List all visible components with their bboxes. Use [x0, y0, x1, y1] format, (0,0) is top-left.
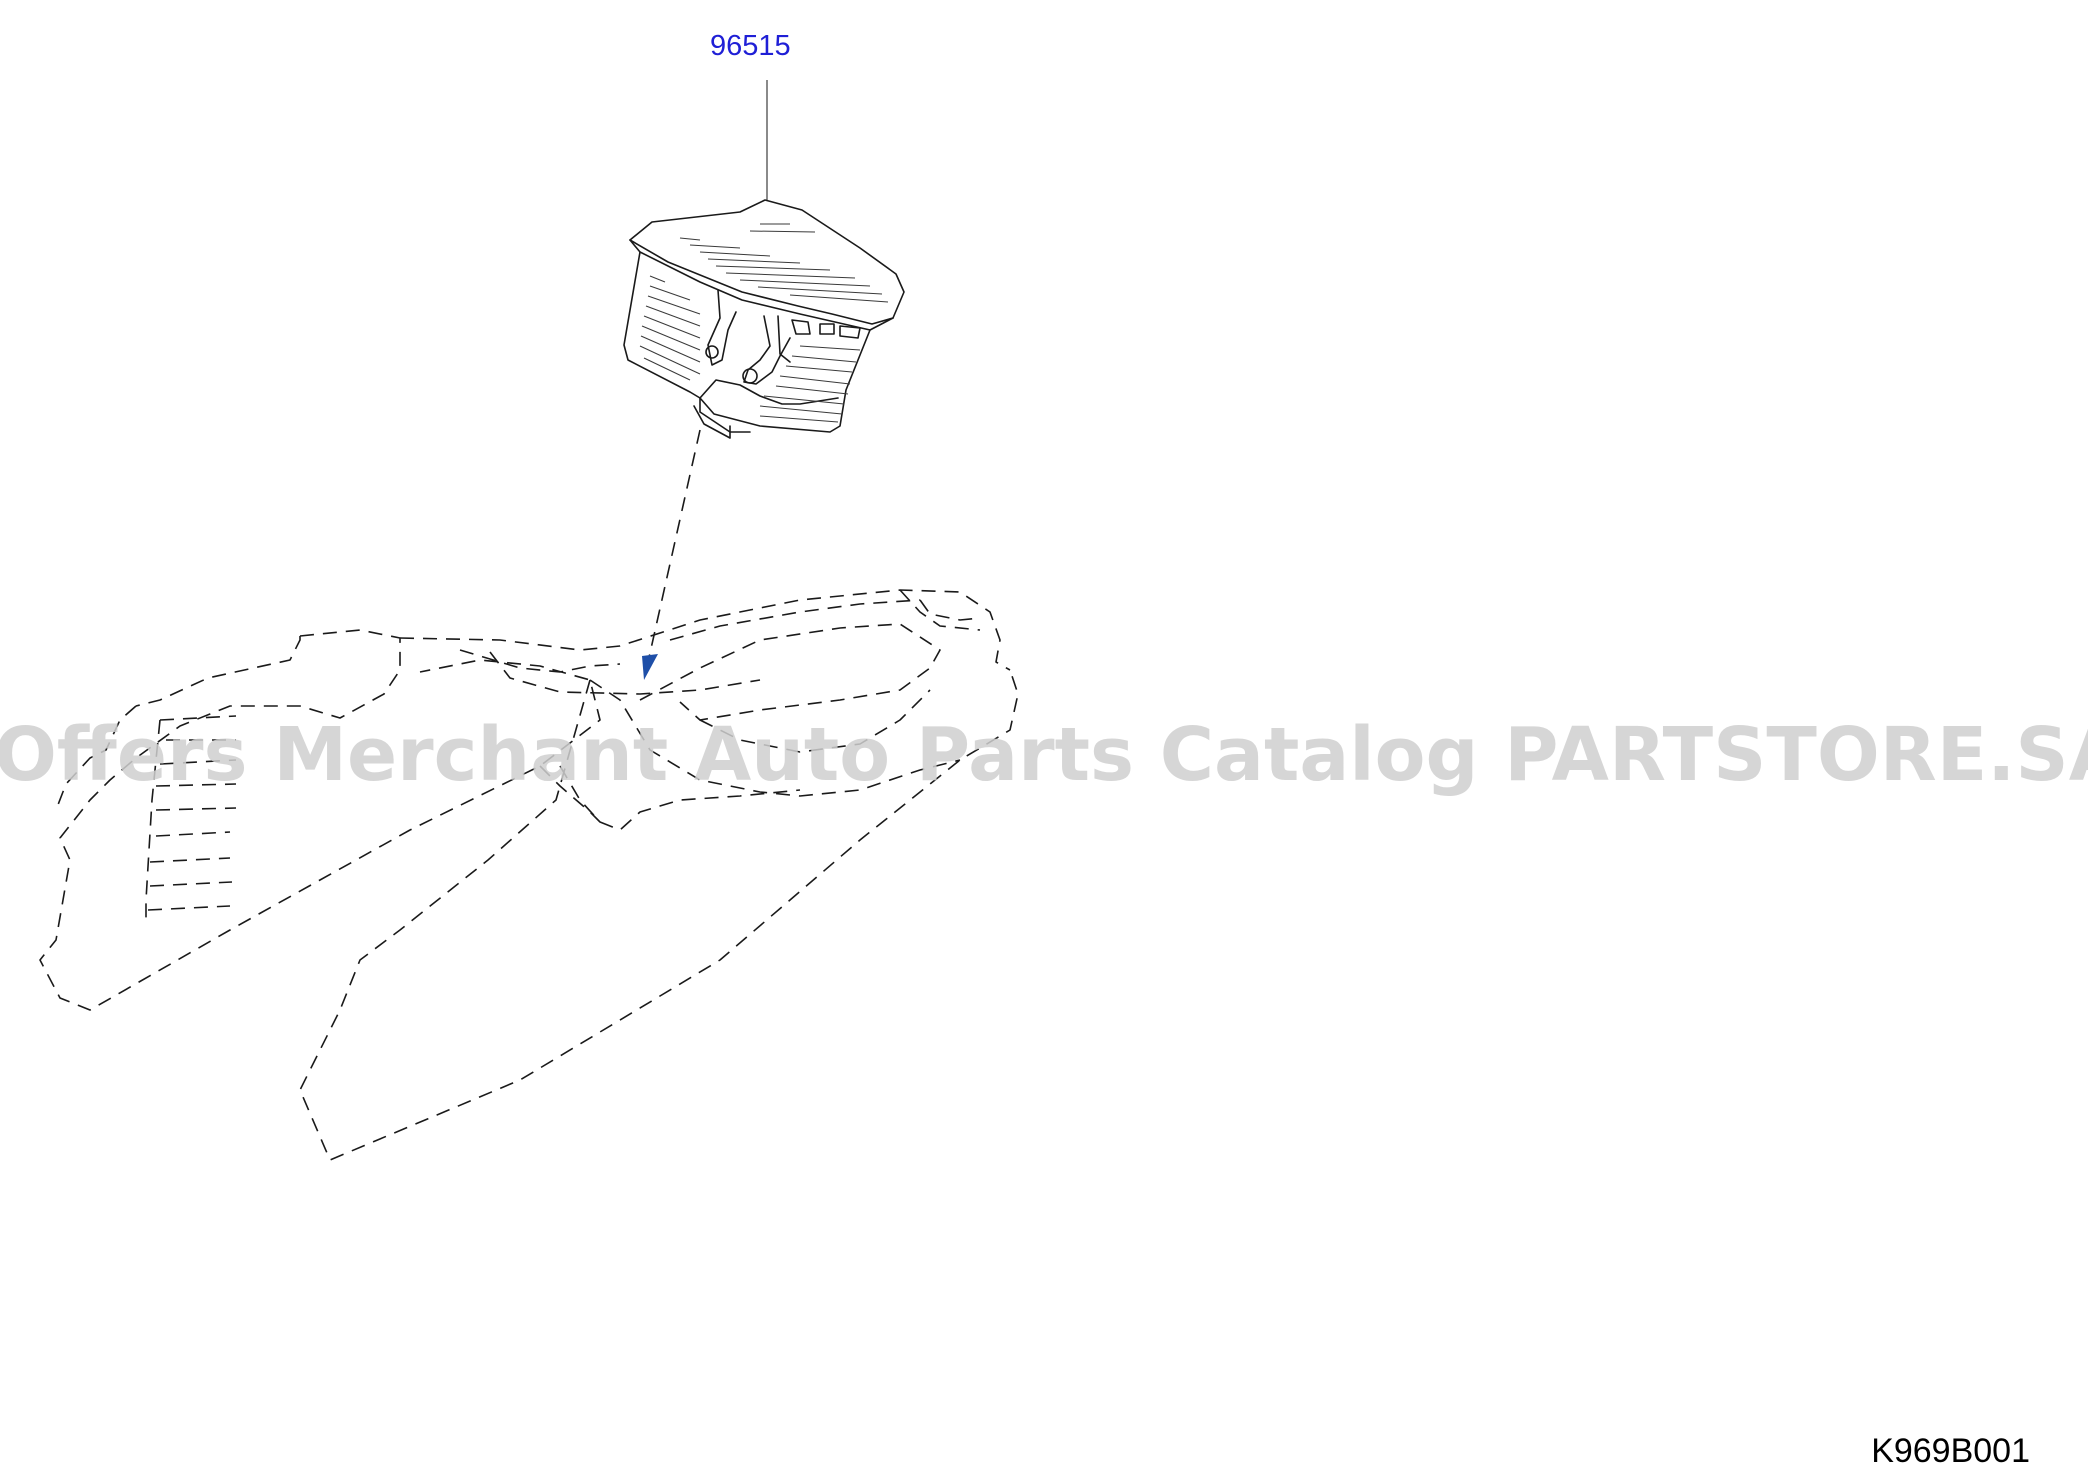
part-96515-drawing[interactable]	[623, 199, 905, 439]
installation-arrow	[642, 654, 658, 680]
installation-leader-line	[647, 429, 701, 663]
watermark-text: Offers Merchant Auto Parts Catalog PARTS…	[0, 712, 2088, 798]
part-callout-96515[interactable]: 96515	[710, 30, 791, 62]
diagram-code: K969B001	[1871, 1432, 2030, 1470]
center-console-phantom	[39, 589, 1019, 1161]
